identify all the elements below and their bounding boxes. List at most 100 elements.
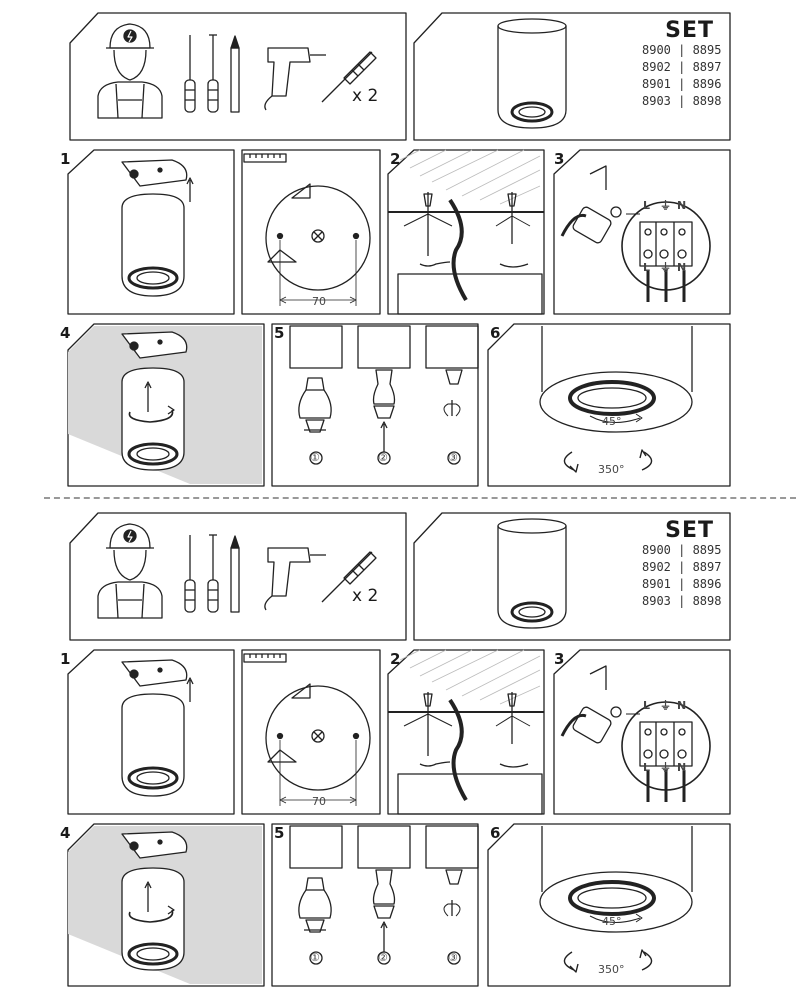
terminal-label-neutral: N bbox=[677, 199, 687, 212]
step2-lamp-top bbox=[397, 773, 543, 815]
plug-quantity: x 2 bbox=[352, 86, 379, 106]
terminal-label-live: L bbox=[643, 761, 651, 774]
instructions-sheet-top: x 2 SET 8900 | 8895 8902 | 8897 8901 | 8… bbox=[60, 12, 731, 487]
step6-fitting bbox=[539, 826, 693, 973]
mounting-template bbox=[265, 183, 371, 306]
set-code: 8901 | 8896 bbox=[642, 77, 722, 91]
instruction-artwork bbox=[67, 12, 731, 487]
screwdrivers-icon bbox=[184, 34, 219, 113]
step2-screws bbox=[403, 692, 531, 768]
tilt-angle-label: 45° bbox=[602, 415, 622, 428]
screwdrivers-icon bbox=[184, 534, 219, 613]
step-number: 6 bbox=[490, 824, 501, 842]
step-number: 4 bbox=[60, 824, 71, 842]
set-title: SET bbox=[665, 518, 714, 543]
step-number: 2 bbox=[390, 650, 401, 668]
step2-panel bbox=[387, 149, 545, 315]
step3-wiring bbox=[560, 665, 711, 802]
step-number: 2 bbox=[390, 150, 401, 168]
terminal-label-live: L bbox=[643, 199, 651, 212]
terminal-label-neutral: N bbox=[677, 699, 687, 712]
sequence-marker: ② bbox=[378, 451, 388, 464]
set-code: 8902 | 8897 bbox=[642, 560, 722, 574]
product-panel bbox=[413, 12, 731, 141]
step-number: 5 bbox=[274, 324, 285, 342]
tilt-angle-label: 45° bbox=[602, 915, 622, 928]
step-number: 4 bbox=[60, 324, 71, 342]
sequence-marker: ① bbox=[310, 451, 320, 464]
step4-cylinder bbox=[121, 831, 188, 971]
step-number: 5 bbox=[274, 824, 285, 842]
instruction-artwork bbox=[67, 512, 731, 987]
terminal-label-earth: ⏚ bbox=[660, 761, 671, 774]
set-code: 8900 | 8895 bbox=[642, 43, 722, 57]
step4-panel bbox=[67, 323, 265, 487]
step3-panel bbox=[553, 649, 731, 815]
terminal-label-earth: ⏚ bbox=[660, 261, 671, 274]
step5-lamps bbox=[289, 825, 479, 965]
instructions-sheet-bottom: x 2 SET 8900 | 8895 8902 | 8897 8901 | 8… bbox=[0, 500, 800, 1000]
set-title: SET bbox=[665, 18, 714, 43]
sequence-marker: ③ bbox=[448, 951, 458, 964]
step6-fitting bbox=[539, 326, 693, 473]
step2-panel bbox=[387, 649, 545, 815]
set-code: 8903 | 8898 bbox=[642, 594, 722, 608]
electrician-icon bbox=[97, 523, 163, 619]
terminal-label-earth: ⏚ bbox=[660, 699, 671, 712]
step1-template-panel bbox=[241, 149, 381, 315]
sequence-marker: ② bbox=[378, 951, 388, 964]
tools-panel bbox=[69, 12, 407, 141]
step2-screws bbox=[403, 192, 531, 268]
set-code: 8900 | 8895 bbox=[642, 543, 722, 557]
drill-icon bbox=[264, 47, 326, 111]
set-code: 8903 | 8898 bbox=[642, 94, 722, 108]
cut-line bbox=[44, 497, 796, 499]
rotation-angle-label: 350° bbox=[598, 463, 625, 476]
ruler-icon bbox=[243, 653, 287, 663]
set-code: 8902 | 8897 bbox=[642, 60, 722, 74]
product-cylinder bbox=[497, 518, 567, 629]
step-number: 1 bbox=[60, 150, 71, 168]
terminal-label-earth: ⏚ bbox=[660, 199, 671, 212]
ceiling-hatch bbox=[399, 649, 541, 705]
ruler-icon bbox=[243, 153, 287, 163]
tools-panel bbox=[69, 512, 407, 641]
step1-cylinder bbox=[121, 659, 194, 797]
step-number: 3 bbox=[554, 150, 565, 168]
product-cylinder bbox=[497, 18, 567, 129]
step1-panel bbox=[67, 149, 235, 315]
step5-panel bbox=[271, 823, 479, 987]
step4-panel bbox=[67, 823, 265, 987]
step-number: 3 bbox=[554, 650, 565, 668]
step2-cable bbox=[448, 198, 468, 302]
step2-lamp-top bbox=[397, 273, 543, 315]
hole-spacing-label: 70 bbox=[312, 295, 326, 308]
product-panel bbox=[413, 512, 731, 641]
step1-panel bbox=[67, 649, 235, 815]
terminal-label-live: L bbox=[643, 261, 651, 274]
step-number: 1 bbox=[60, 650, 71, 668]
mounting-template bbox=[265, 683, 371, 806]
wall-plug-icon bbox=[321, 51, 377, 103]
step6-panel bbox=[487, 323, 731, 487]
hole-spacing-label: 70 bbox=[312, 795, 326, 808]
pencil-icon bbox=[230, 535, 240, 613]
drill-icon bbox=[264, 547, 326, 611]
set-code: 8901 | 8896 bbox=[642, 577, 722, 591]
sequence-marker: ③ bbox=[448, 451, 458, 464]
plug-quantity: x 2 bbox=[352, 586, 379, 606]
electrician-icon bbox=[97, 23, 163, 119]
step-number: 6 bbox=[490, 324, 501, 342]
step5-panel bbox=[271, 323, 479, 487]
terminal-label-neutral: N bbox=[677, 761, 687, 774]
step1-cylinder bbox=[121, 159, 194, 297]
rotation-angle-label: 350° bbox=[598, 963, 625, 976]
wall-plug-icon bbox=[321, 551, 377, 603]
step2-cable bbox=[448, 698, 468, 802]
step3-wiring bbox=[560, 165, 711, 302]
terminal-label-live: L bbox=[643, 699, 651, 712]
step5-lamps bbox=[289, 325, 479, 465]
step4-cylinder bbox=[121, 331, 188, 471]
sequence-marker: ① bbox=[310, 951, 320, 964]
step1-template-panel bbox=[241, 649, 381, 815]
